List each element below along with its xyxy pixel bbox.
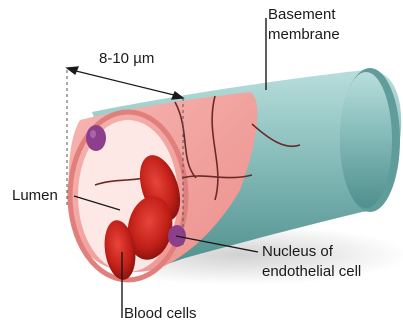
nucleus-label-line1: Nucleus of xyxy=(262,243,333,261)
basement-label-line2: membrane xyxy=(268,26,340,44)
blood-cells-label: Blood cells xyxy=(124,305,197,323)
dimension-arrow xyxy=(67,67,183,99)
nucleus-label-line2: endothelial cell xyxy=(262,263,361,281)
nucleus-top xyxy=(86,125,106,151)
dimension-label: 8-10 µm xyxy=(99,50,154,68)
basement-label-line1: Basement xyxy=(268,6,336,24)
lumen-label: Lumen xyxy=(12,187,58,205)
